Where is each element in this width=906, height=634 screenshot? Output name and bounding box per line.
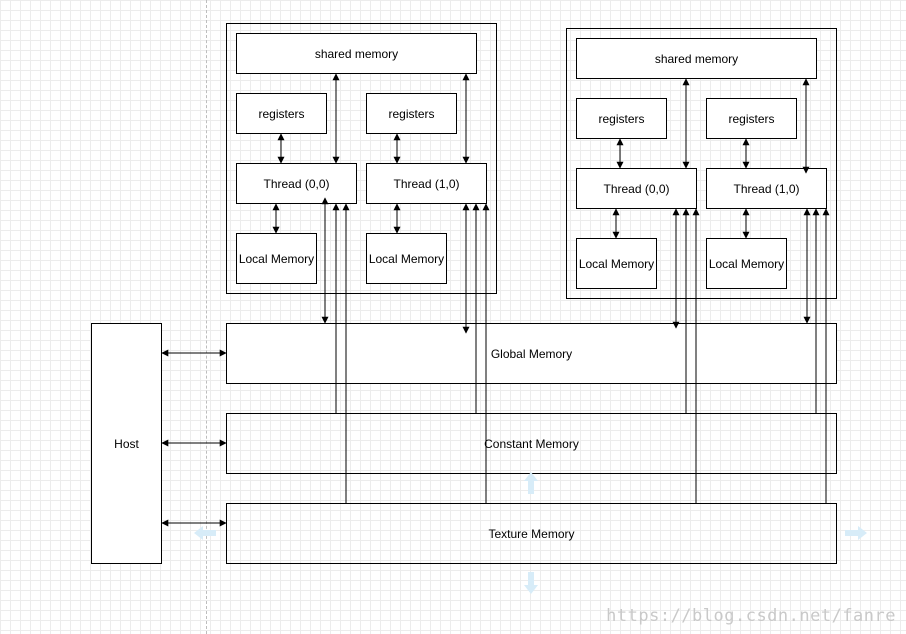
global-memory-box[interactable]: Global Memory xyxy=(226,323,837,384)
block-0-local-memory-1[interactable]: Local Memory xyxy=(366,233,447,284)
block-0-container[interactable] xyxy=(226,23,497,294)
block-0-local-memory-0[interactable]: Local Memory xyxy=(236,233,317,284)
block-0-thread-1-0[interactable]: Thread (1,0) xyxy=(366,163,487,204)
block-1-container[interactable] xyxy=(566,28,837,299)
block-0-registers-0[interactable]: registers xyxy=(236,93,327,134)
block-0-thread-0-0[interactable]: Thread (0,0) xyxy=(236,163,357,204)
block-0-registers-1[interactable]: registers xyxy=(366,93,457,134)
hint-arrow-left-icon xyxy=(194,526,216,540)
canvas-guide-line xyxy=(206,0,207,634)
block-1-registers-0[interactable]: registers xyxy=(576,98,667,139)
block-0-shared-memory[interactable]: shared memory xyxy=(236,33,477,74)
hint-arrow-up-icon xyxy=(524,472,538,494)
block-1-shared-memory[interactable]: shared memory xyxy=(576,38,817,79)
block-1-registers-1[interactable]: registers xyxy=(706,98,797,139)
block-1-local-memory-0[interactable]: Local Memory xyxy=(576,238,657,289)
block-1-thread-0-0[interactable]: Thread (0,0) xyxy=(576,168,697,209)
block-1-thread-1-0[interactable]: Thread (1,0) xyxy=(706,168,827,209)
hint-arrow-down-icon xyxy=(524,572,538,594)
hint-arrow-right-icon xyxy=(845,526,867,540)
texture-memory-box[interactable]: Texture Memory xyxy=(226,503,837,564)
watermark: https://blog.csdn.net/fanre xyxy=(606,606,896,626)
